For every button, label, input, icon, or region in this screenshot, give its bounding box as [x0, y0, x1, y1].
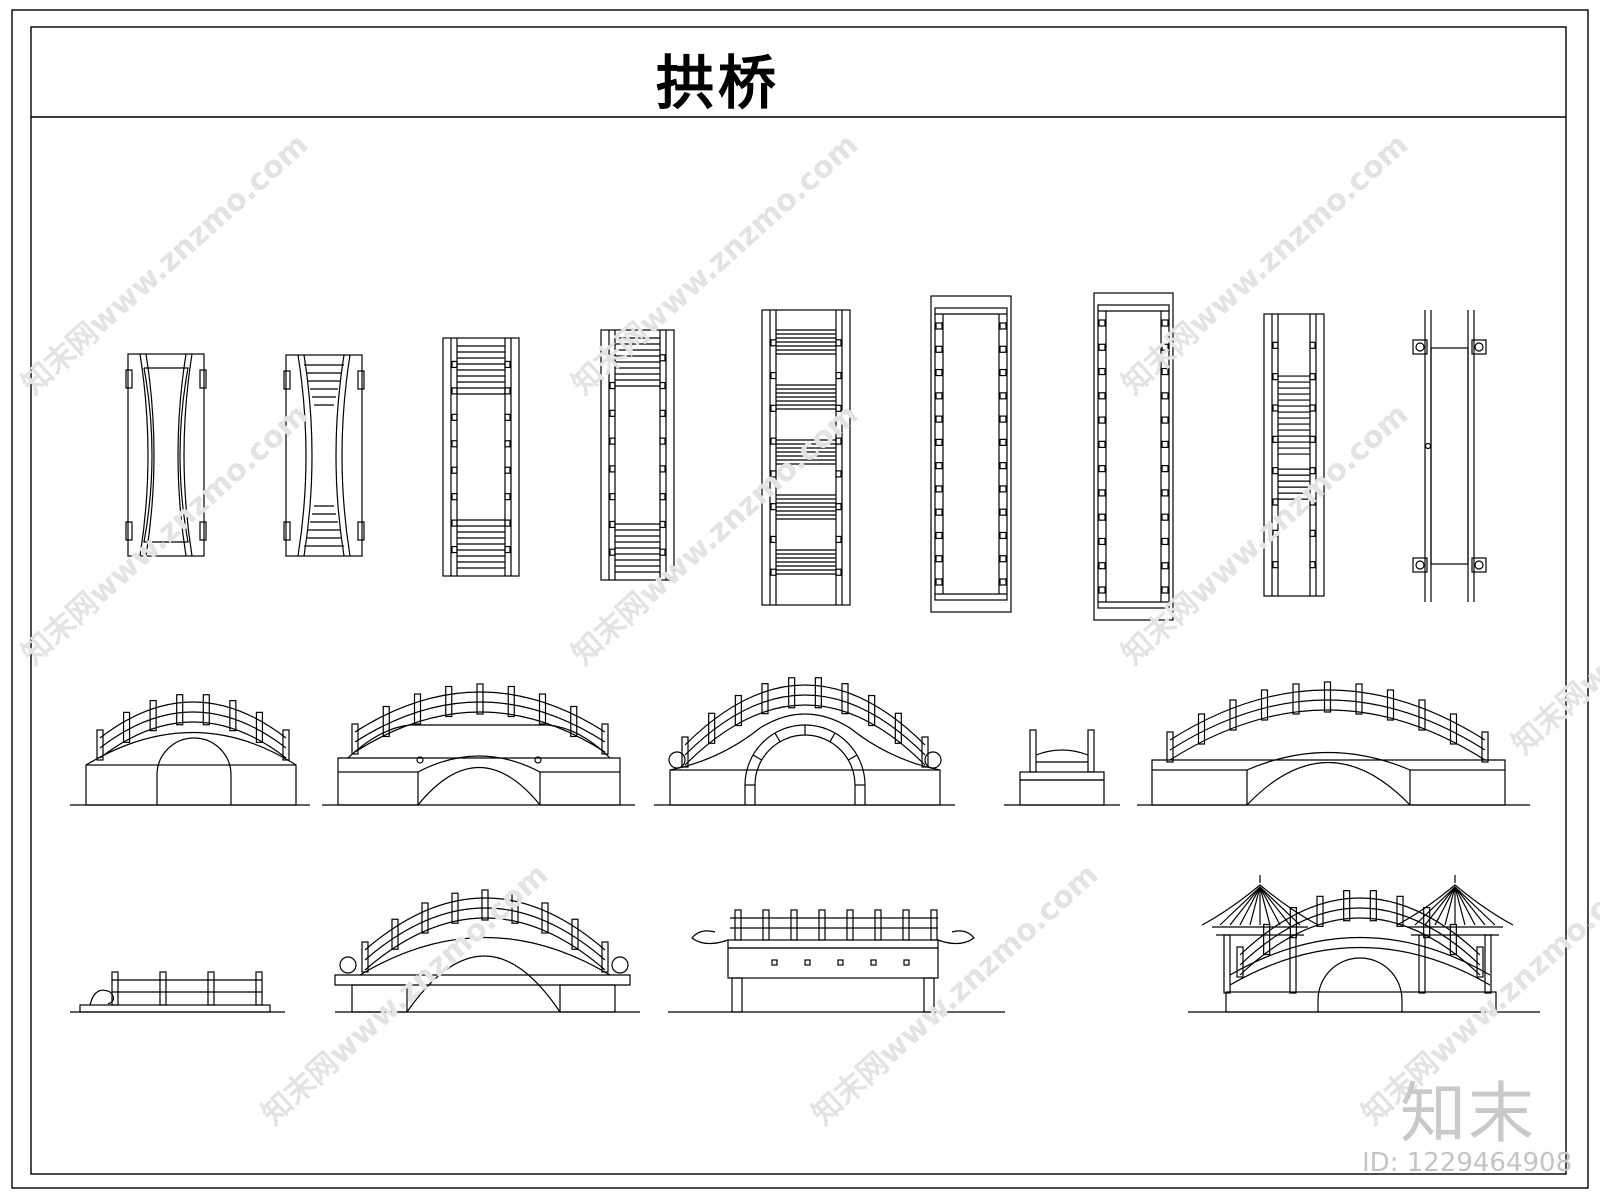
elevation-view-8: [668, 909, 1005, 1013]
elevation-view-5: [1137, 681, 1530, 806]
elevation-view-2: [322, 683, 635, 806]
outer-border: [11, 9, 1589, 1189]
plan-view-3: [442, 337, 520, 577]
plan-view-6: [930, 295, 1012, 613]
watermark-id: ID: 1229464908: [1362, 1148, 1573, 1178]
plan-view-9: [1412, 310, 1487, 602]
drawing-title-text: 拱桥: [655, 49, 780, 117]
elevation-view-1: [70, 694, 310, 806]
elevation-views: [70, 677, 1540, 1013]
elevation-view-9: [1188, 875, 1540, 1013]
watermark-brand-logo: 知末: [1400, 1075, 1536, 1152]
elevation-view-4: [1004, 729, 1120, 806]
elevation-view-6: [70, 971, 285, 1013]
plan-views: [125, 292, 1487, 621]
plan-view-4: [600, 329, 675, 581]
plan-view-5: [761, 309, 851, 606]
plan-view-8: [1263, 313, 1325, 597]
plan-view-7: [1093, 292, 1174, 621]
elevation-view-7: [334, 889, 640, 1013]
inner-border: [30, 26, 1567, 1175]
plan-view-1: [125, 353, 207, 557]
plan-view-2: [283, 354, 365, 557]
drawing-title: 拱桥: [0, 36, 1600, 120]
elevation-view-3: [654, 677, 955, 806]
